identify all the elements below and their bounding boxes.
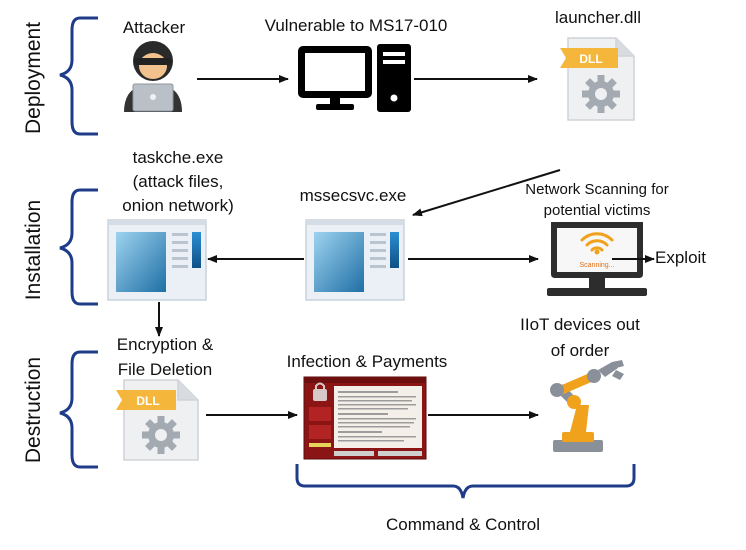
command-control-brace bbox=[295, 464, 636, 499]
stage-destruction: Destruction bbox=[22, 357, 45, 463]
scanning-screen-text: Scanning... bbox=[579, 262, 614, 269]
launcher-label: launcher.dll bbox=[555, 8, 641, 27]
taskche-label-line2: (attack files, bbox=[133, 172, 224, 191]
encryption-label-line1: Encryption & bbox=[117, 335, 214, 354]
vulnerable-label: Vulnerable to MS17-010 bbox=[265, 16, 448, 35]
mssecsvc-label: mssecsvc.exe bbox=[300, 186, 407, 205]
iiot-label-line1: IIoT devices out bbox=[520, 315, 640, 334]
arrow-dll-to-mssecsvc bbox=[412, 169, 561, 217]
dll-file-icon: DLL bbox=[560, 37, 635, 121]
ransom-note-screen-icon bbox=[303, 376, 427, 460]
encryption-label-line2: File Deletion bbox=[118, 360, 213, 379]
attacker-label: Attacker bbox=[123, 18, 186, 37]
scanning-monitor-icon: Scanning... bbox=[547, 222, 647, 296]
stage-installation: Installation bbox=[22, 200, 45, 300]
attacker-icon bbox=[124, 41, 182, 112]
scanning-label-line1: Network Scanning for bbox=[525, 181, 668, 198]
iiot-label-line2: of order bbox=[551, 341, 610, 360]
exploit-label: Exploit bbox=[655, 248, 706, 267]
taskche-window-icon bbox=[107, 219, 207, 301]
scanning-label-line2: potential victims bbox=[544, 202, 651, 219]
robot-arm-icon bbox=[550, 360, 624, 452]
encrypted-dll-file-icon: DLL bbox=[116, 379, 199, 461]
taskche-label-line1: taskche.exe bbox=[133, 148, 224, 167]
mssecsvc-window-icon bbox=[305, 219, 405, 301]
deployment-bracket bbox=[59, 16, 98, 136]
dll-badge-text: DLL bbox=[579, 52, 602, 66]
installation-bracket bbox=[59, 188, 98, 306]
infection-label: Infection & Payments bbox=[287, 352, 448, 371]
dll-badge-text: DLL bbox=[136, 394, 159, 408]
command-control-label: Command & Control bbox=[386, 515, 540, 534]
taskche-label-line3: onion network) bbox=[122, 196, 234, 215]
destruction-bracket bbox=[59, 350, 98, 469]
stage-deployment: Deployment bbox=[22, 22, 45, 134]
desktop-computer-icon bbox=[298, 44, 411, 112]
